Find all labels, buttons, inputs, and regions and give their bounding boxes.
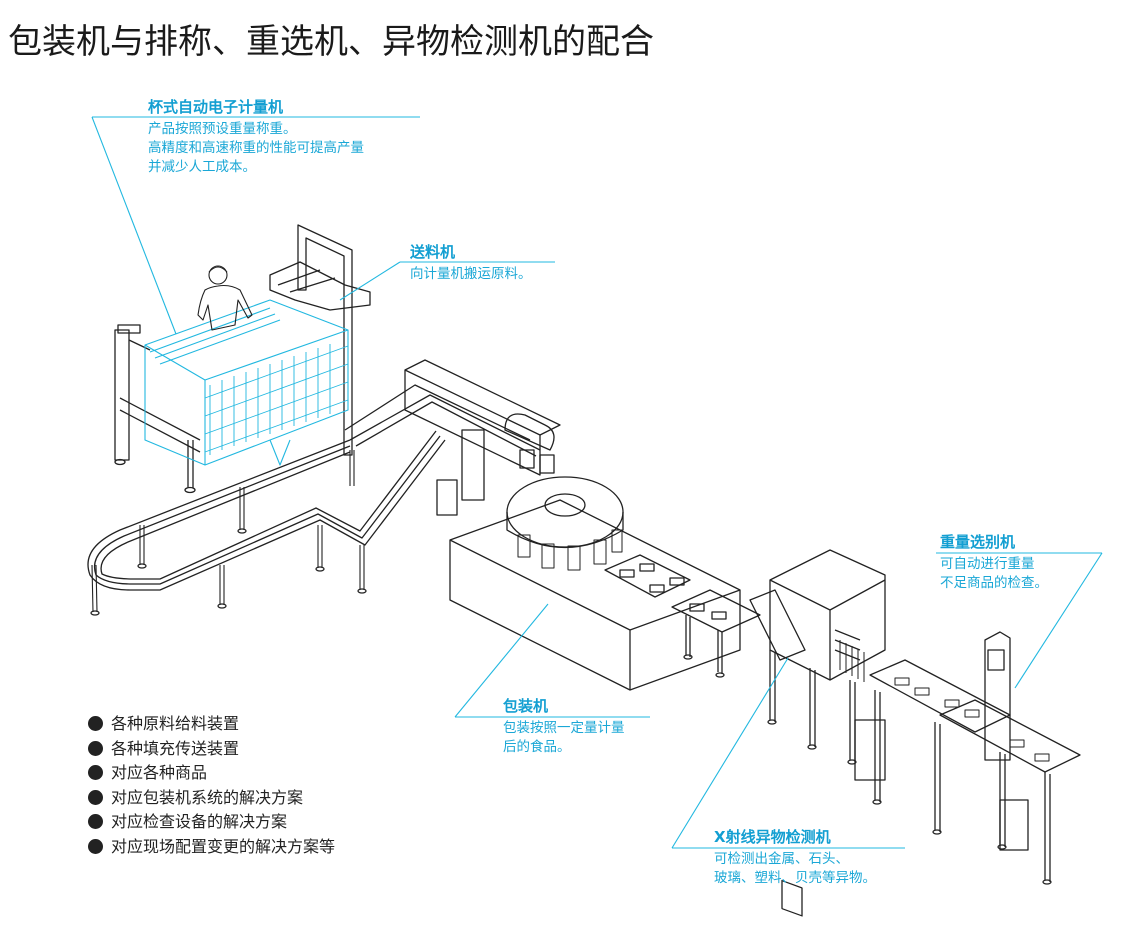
feature-item: 对应各种商品 xyxy=(88,761,335,786)
multihead-weigher xyxy=(144,299,349,466)
callout-packer: 包装机 包装按照一定量计量 后的食品。 xyxy=(503,697,625,757)
feature-text: 对应检查设备的解决方案 xyxy=(111,812,288,831)
feature-text: 对应现场配置变更的解决方案等 xyxy=(111,836,336,856)
bullet-icon xyxy=(88,716,103,731)
feature-item: 各种原料给料装置 xyxy=(88,712,335,737)
callout-xray-line: 可检测出金属、石头、 xyxy=(714,851,849,867)
callout-feeder: 送料机 向计量机搬运原料。 xyxy=(410,243,532,284)
feature-item: 对应现场配置变更的解决方案等 xyxy=(88,835,335,860)
callout-leaders xyxy=(91,116,1103,849)
callout-xray-heading: X射线异物检测机 xyxy=(714,828,831,846)
feature-list: 各种原料给料装置 各种填充传送装置 对应各种商品 对应包装机系统的解决方案 对应… xyxy=(88,712,335,859)
callout-checkweigher-heading: 重量选别机 xyxy=(940,533,1016,551)
bullet-icon xyxy=(88,838,103,854)
feature-text: 各种填充传送装置 xyxy=(111,738,240,758)
feature-item: 对应包装机系统的解决方案 xyxy=(88,786,335,811)
callout-checkweigher: 重量选别机 可自动进行重量 不足商品的检查。 xyxy=(940,533,1048,593)
callout-weigher-line: 产品按照预设重量称重。 xyxy=(148,121,297,137)
callout-packer-heading: 包装机 xyxy=(503,697,549,715)
bullet-icon xyxy=(88,740,103,756)
feature-text: 对应各种商品 xyxy=(111,763,208,782)
callout-checkweigher-line: 不足商品的检查。 xyxy=(940,575,1048,591)
callout-xray-line: 玻璃、塑料、贝壳等异物。 xyxy=(714,870,876,886)
transfer-conveyor xyxy=(671,589,761,678)
callout-weigher: 杯式自动电子计量机 产品按照预设重量称重。 高精度和高速称重的性能可提高产量 并… xyxy=(148,98,364,177)
callout-packer-line: 后的食品。 xyxy=(503,739,571,755)
conveyor-loop xyxy=(87,384,541,616)
feature-text: 对应包装机系统的解决方案 xyxy=(111,787,304,807)
callout-feeder-heading: 送料机 xyxy=(410,243,456,261)
bullet-icon xyxy=(88,789,103,805)
page-title: 包装机与排称、重选机、异物检测机的配合 xyxy=(8,22,654,62)
feature-text: 各种原料给料装置 xyxy=(111,714,240,733)
operator-figure xyxy=(197,265,253,331)
feature-item: 各种填充传送装置 xyxy=(88,737,335,762)
callout-checkweigher-line: 可自动进行重量 xyxy=(940,556,1035,572)
callout-packer-line: 包装按照一定量计量 xyxy=(503,720,625,736)
feature-item: 对应检查设备的解决方案 xyxy=(88,810,335,835)
callout-weigher-line: 高精度和高速称重的性能可提高产量 xyxy=(148,140,364,156)
callout-weigher-heading: 杯式自动电子计量机 xyxy=(148,98,284,116)
callout-feeder-line: 向计量机搬运原料。 xyxy=(410,266,532,282)
bullet-icon xyxy=(88,814,103,829)
xray-inspection-machine xyxy=(749,549,886,917)
callout-weigher-line: 并减少人工成本。 xyxy=(148,159,256,175)
checkweigher xyxy=(869,631,1081,885)
packing-machine xyxy=(404,359,741,691)
weigher-frame xyxy=(114,224,371,494)
callout-xray: X射线异物检测机 可检测出金属、石头、 玻璃、塑料、贝壳等异物。 xyxy=(714,828,876,888)
bullet-icon xyxy=(88,765,103,780)
